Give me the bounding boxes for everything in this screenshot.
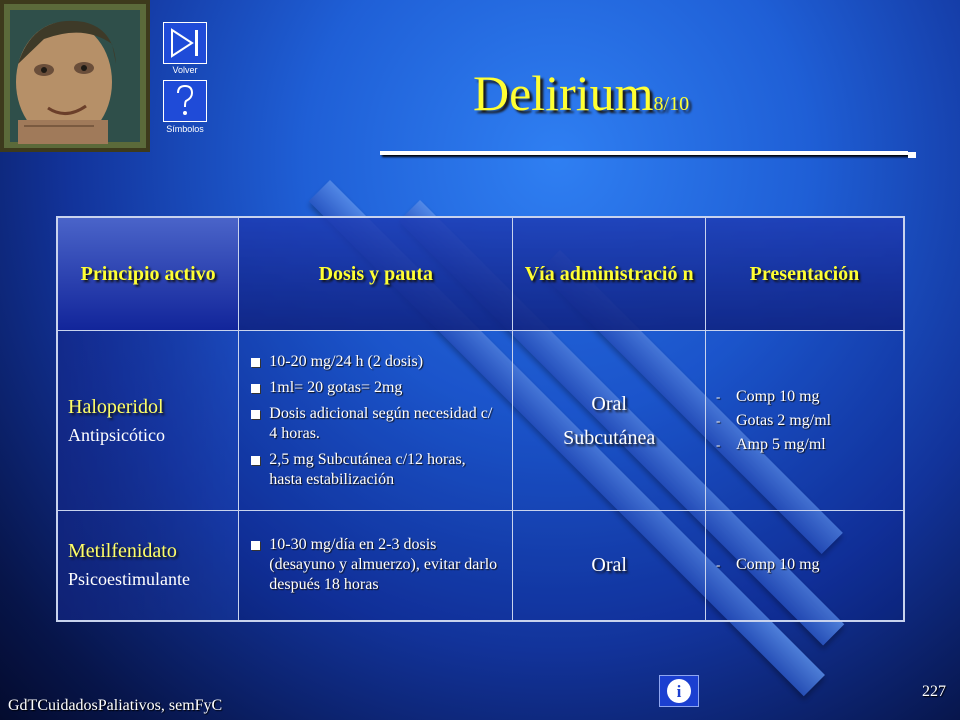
title-subscript: 8/10 — [653, 93, 690, 115]
symbols-label: Símbolos — [166, 124, 204, 134]
route-item: Oral — [591, 392, 627, 415]
title-text: Delirium — [473, 65, 654, 121]
symbols-button[interactable] — [163, 80, 207, 122]
drug-class: Antipsicótico — [68, 424, 165, 445]
route-cell: Oral Subcutánea — [512, 330, 706, 511]
header-dose: Dosis y pauta — [238, 216, 514, 331]
back-label: Volver — [172, 65, 198, 75]
dose-item: 10-20 mg/24 h (2 dosis) — [249, 352, 502, 372]
presentation-cell: -Comp 10 mg — [704, 510, 905, 621]
title-underline-end — [908, 152, 916, 158]
drug-class: Psicoestimulante — [68, 569, 190, 590]
presentation-item: -Comp 10 mg — [715, 556, 820, 574]
page-number: 227 — [922, 683, 946, 700]
info-icon: i — [667, 679, 691, 703]
drug-cell: Haloperidol Antipsicótico — [56, 330, 240, 511]
info-button[interactable]: i — [659, 675, 699, 707]
title-underline — [380, 151, 908, 155]
table-row: Haloperidol Antipsicótico 10-20 mg/24 h … — [56, 330, 905, 511]
back-button[interactable] — [163, 22, 207, 64]
drug-table: Principio activo Dosis y pauta Vía admin… — [56, 216, 905, 622]
dose-item: 10-30 mg/día en 2-3 dosis (desayuno y al… — [249, 535, 502, 595]
table-row: Metilfenidato Psicoestimulante 10-30 mg/… — [56, 510, 905, 621]
question-mark-icon — [177, 84, 194, 115]
table-header-row: Principio activo Dosis y pauta Vía admin… — [56, 216, 905, 331]
drug-name: Metilfenidato — [68, 540, 177, 563]
drug-name: Haloperidol — [68, 395, 164, 418]
dose-item: 2,5 mg Subcutánea c/12 horas, hasta esta… — [249, 450, 502, 490]
route-item: Oral — [591, 554, 627, 577]
presentation-item: -Amp 5 mg/ml — [715, 435, 826, 453]
play-back-icon — [171, 28, 198, 58]
header-active-ingredient: Principio activo — [56, 216, 240, 331]
presentation-cell: -Comp 10 mg -Gotas 2 mg/ml -Amp 5 mg/ml — [704, 330, 905, 511]
header-route: Vía administració n — [512, 216, 706, 331]
dose-item: Dosis adicional según necesidad c/ 4 hor… — [249, 404, 502, 444]
route-cell: Oral — [512, 510, 706, 621]
portrait-image — [0, 0, 150, 152]
page-title: Delirium8/10 — [473, 64, 689, 122]
route-item: Subcutánea — [563, 426, 656, 449]
dose-item: 1ml= 20 gotas= 2mg — [249, 378, 502, 398]
drug-cell: Metilfenidato Psicoestimulante — [56, 510, 240, 621]
footer-credit: GdTCuidadosPaliativos, semFyC — [8, 697, 223, 714]
svg-text:i: i — [677, 682, 682, 701]
header-presentation: Presentación — [704, 216, 905, 331]
presentation-item: -Comp 10 mg — [715, 387, 820, 405]
dose-cell: 10-20 mg/24 h (2 dosis) 1ml= 20 gotas= 2… — [238, 330, 514, 511]
presentation-item: -Gotas 2 mg/ml — [715, 411, 832, 429]
dose-cell: 10-30 mg/día en 2-3 dosis (desayuno y al… — [238, 510, 514, 621]
